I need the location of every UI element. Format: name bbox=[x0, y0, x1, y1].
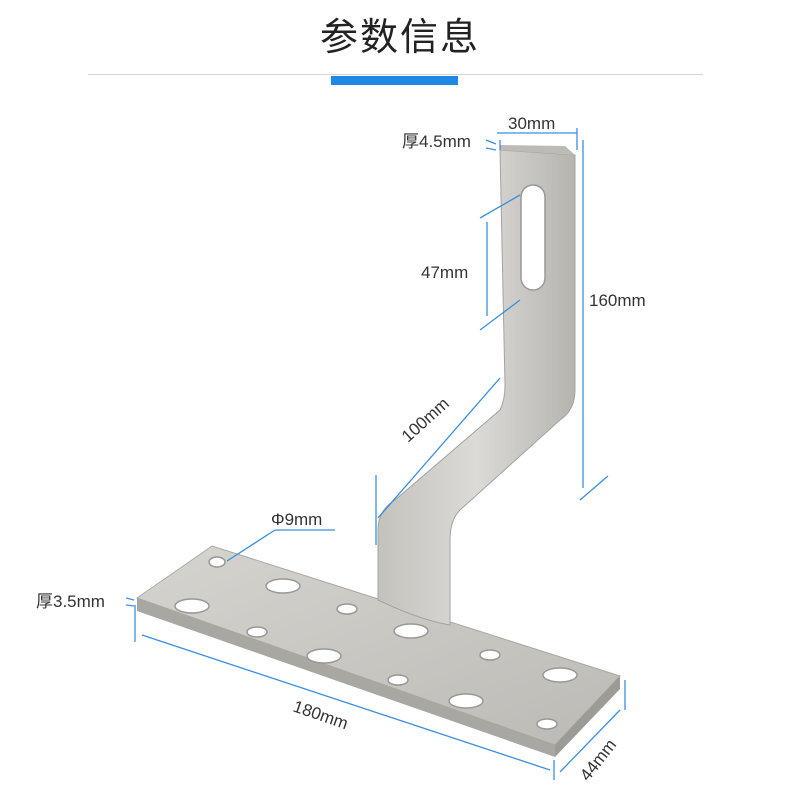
hook-arm bbox=[377, 145, 576, 626]
base-thickness-label: 厚3.5mm bbox=[36, 592, 105, 611]
slot-hole bbox=[306, 648, 342, 664]
top-width-label: 30mm bbox=[508, 114, 555, 133]
round-hole bbox=[246, 626, 268, 638]
vertical-slot bbox=[520, 184, 546, 291]
round-hole bbox=[208, 556, 226, 568]
title-accent-bar bbox=[331, 76, 458, 85]
page-title: 参数信息 bbox=[319, 15, 480, 59]
title-divider bbox=[88, 74, 703, 75]
slot-length-label: 47mm bbox=[421, 263, 468, 282]
round-hole bbox=[387, 674, 409, 686]
slot-hole bbox=[174, 598, 210, 614]
top-thickness-label: 厚4.5mm bbox=[402, 132, 471, 151]
base-width-label: 44mm bbox=[576, 736, 620, 785]
round-hole bbox=[479, 649, 501, 661]
base-plate bbox=[135, 545, 621, 757]
slot-hole bbox=[265, 578, 301, 594]
hole-diameter-label: Φ9mm bbox=[271, 510, 322, 529]
slot-hole bbox=[448, 693, 484, 709]
height-label: 160mm bbox=[589, 291, 646, 310]
base-length-label: 180mm bbox=[291, 697, 351, 733]
arm-length-label: 100mm bbox=[398, 394, 453, 446]
slot-hole bbox=[542, 667, 578, 683]
round-hole bbox=[536, 718, 558, 730]
slot-hole bbox=[393, 623, 429, 639]
round-hole bbox=[336, 603, 358, 615]
dimension-lines bbox=[125, 128, 626, 780]
